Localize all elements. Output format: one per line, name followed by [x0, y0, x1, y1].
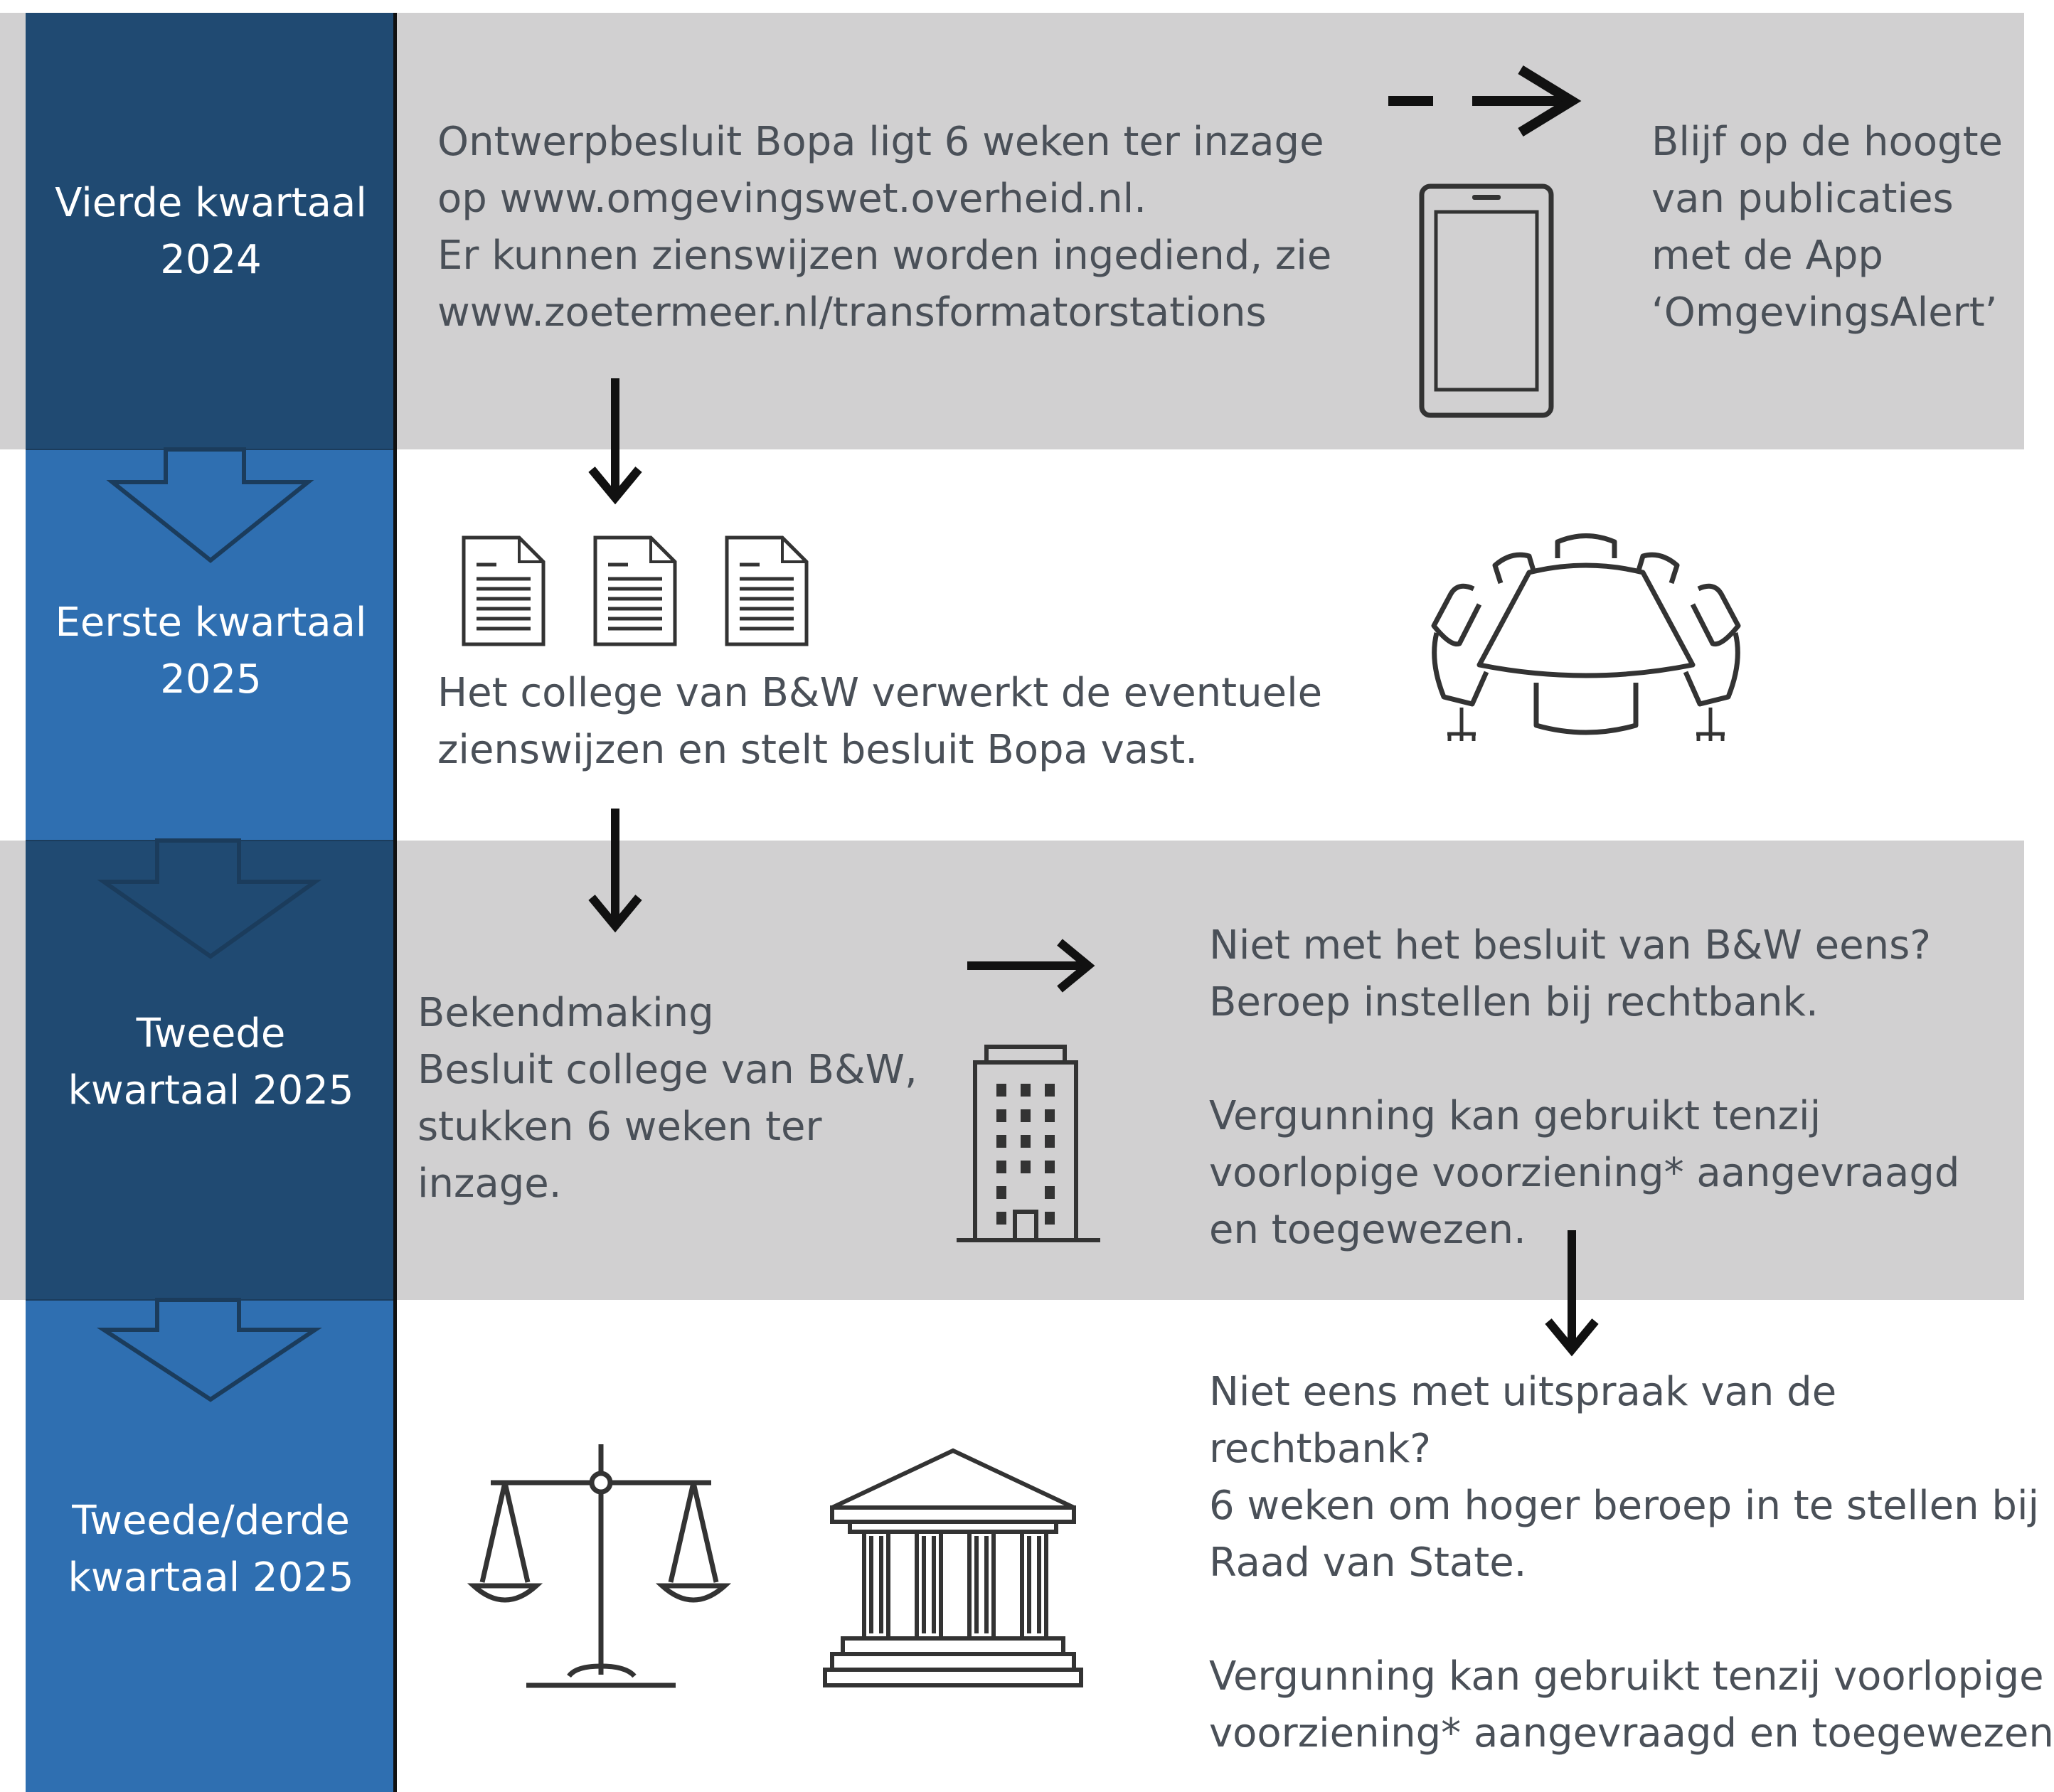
meeting-table-icon — [1431, 533, 1741, 741]
timeline-divider — [393, 13, 397, 1792]
timeline-separator — [26, 840, 396, 841]
document-icon — [462, 535, 546, 646]
appeal-court-text: Niet met het besluit van B&W eens? Beroe… — [1209, 922, 1960, 1253]
document-icon — [725, 535, 809, 646]
appeal-council-of-state-text: Niet eens met uitspraak van de rechtbank… — [1209, 1369, 2054, 1756]
timeline-separator — [26, 449, 396, 450]
step1-description: Ontwerpbesluit Bopa ligt 6 weken ter inz… — [437, 119, 1332, 336]
step3-description: Bekendmaking Besluit college van B&W, st… — [417, 990, 917, 1207]
tablet-icon — [1419, 183, 1554, 418]
office-building-icon — [957, 1045, 1100, 1242]
app-notice: Blijf op de hoogte van publicaties met d… — [1651, 119, 2003, 336]
timeline-separator — [26, 1299, 396, 1301]
document-icon — [593, 535, 677, 646]
step2-description: Het college van B&W verwerkt de eventuel… — [437, 670, 1323, 773]
courthouse-icon — [823, 1448, 1083, 1687]
period-block-q4-2024 — [26, 13, 396, 449]
scales-of-justice-icon — [467, 1444, 732, 1688]
